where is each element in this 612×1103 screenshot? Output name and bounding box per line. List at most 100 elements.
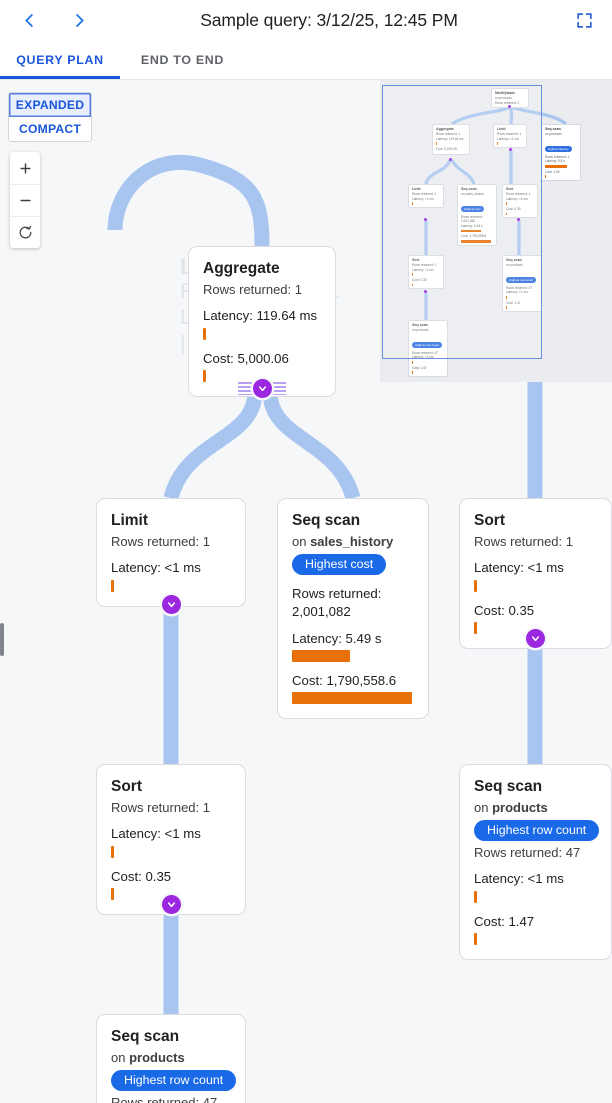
minimap-node-rows: Rows returned: 1	[436, 132, 461, 137]
minimap-node-cost: Cost: 1.47	[506, 300, 521, 305]
minimap-node-latency: Latency: <1 ms	[412, 267, 434, 272]
minimap-edges	[424, 105, 567, 320]
node-relation-prefix: on	[111, 1050, 130, 1066]
minimap[interactable]: Modifytable on products Rows returned: 1…	[380, 80, 612, 382]
node-latency: Latency: 5.49 s	[292, 630, 382, 646]
cost-bar	[292, 692, 412, 704]
minimap-collapse-dot	[424, 218, 428, 222]
minimap-badge: Highest latency	[545, 146, 572, 152]
node-relation: on products	[474, 800, 597, 815]
cost-bar	[474, 932, 477, 945]
app-header: Sample query: 3/12/25, 12:45 PM	[0, 0, 612, 41]
minimap-node-sub: on products	[495, 96, 512, 101]
minimap-node-latency: Latency: 5.49 s	[461, 224, 483, 229]
minimap-cost-bar	[412, 371, 414, 374]
latency-bar	[111, 579, 114, 592]
minimap-node-rows: Rows returned: 2,001,082	[461, 214, 483, 224]
tab-query-plan[interactable]: QUERY PLAN	[0, 41, 120, 79]
minimap-collapse-dot	[509, 148, 513, 152]
minimap-node-title: Seq scan	[545, 127, 561, 131]
minimap-node[interactable]: Modifytable on products Rows returned: 1	[491, 88, 529, 109]
cost-bar	[474, 621, 477, 634]
minimap-node-latency: Latency: 119.64 ms	[436, 136, 464, 141]
canvas-scrollbar[interactable]	[0, 623, 4, 656]
minimap-node-cost: Cost: 0.35	[412, 278, 427, 283]
minimap-node-sub: on products	[506, 263, 523, 268]
tab-end-to-end[interactable]: END TO END	[120, 41, 245, 79]
minimap-node[interactable]: Sort Rows returned: 1 Latency: <1 ms Cos…	[408, 255, 444, 290]
minimap-collapse-dot	[424, 290, 428, 294]
mode-option-expanded[interactable]: EXPANDED	[9, 93, 91, 117]
node-rows: Rows returned: 1	[474, 534, 573, 550]
plan-canvas[interactable]: Modifytable on products Rows returned Li…	[0, 80, 612, 1103]
plan-node-seqscan-products-right[interactable]: Seq scan on products Highest row count R…	[459, 764, 612, 960]
tab-query-plan-label: QUERY PLAN	[16, 53, 104, 67]
minimap-node-latency: Latency: <1 ms	[497, 136, 519, 141]
view-mode-toggle[interactable]: EXPANDED COMPACT	[8, 92, 92, 142]
minimap-viewport[interactable]	[382, 85, 542, 359]
collapse-toggle-aggregate[interactable]	[253, 379, 272, 398]
plan-node-sort-left[interactable]: Sort Rows returned: 1 Latency: <1 ms Cos…	[96, 764, 246, 915]
node-latency: Latency: 119.64 ms	[203, 308, 318, 324]
minimap-node-rows: Rows returned: 1	[495, 100, 520, 105]
minimap-node-cost: Cost: 1.47	[412, 365, 427, 370]
node-relation-name: products	[492, 800, 548, 816]
minimap-cost-bar	[506, 306, 508, 309]
minimap-node-rows: Rows returned: 1	[412, 263, 437, 268]
node-latency: Latency: <1 ms	[474, 871, 564, 887]
node-cost: Cost: 1.47	[474, 913, 535, 929]
collapse-toggle-sort-left[interactable]	[162, 895, 181, 914]
chevron-right-icon[interactable]	[60, 2, 98, 40]
cost-bar	[111, 887, 114, 900]
minimap-node[interactable]: Limit Rows returned: 1 Latency: <1 ms	[493, 124, 527, 149]
minimap-node-title: Limit	[497, 127, 506, 131]
node-relation: on sales_history	[292, 534, 414, 549]
mode-option-compact[interactable]: COMPACT	[9, 117, 91, 141]
minimap-latency-bar	[461, 229, 481, 233]
plan-node-seqscan-products-bottom[interactable]: Seq scan on products Highest row count R…	[96, 1014, 246, 1103]
minimap-node-cost: Cost: 1.50	[545, 169, 560, 174]
minimap-node[interactable]: Seq scan on products Highest latency Row…	[541, 124, 581, 181]
minimap-node-title: Seq scan	[461, 187, 477, 191]
plan-node-sort-right[interactable]: Sort Rows returned: 1 Latency: <1 ms Cos…	[459, 498, 612, 649]
minimap-node-latency: Latency: 5.8 s	[545, 159, 565, 164]
node-rows: Rows returned: 2,001,082	[292, 586, 382, 619]
collapse-toggle-limit[interactable]	[162, 595, 181, 614]
node-rows: Rows returned: 1	[111, 534, 210, 550]
minimap-node[interactable]: Limit Rows returned: 1 Latency: <1 ms	[408, 184, 444, 209]
minimap-node-rows: Rows returned: 1	[506, 192, 531, 197]
minimap-node-cost: Cost: 1,790,558.6	[461, 234, 487, 239]
plan-node-limit[interactable]: Limit Rows returned: 1 Latency: <1 ms	[96, 498, 246, 607]
minimap-latency-bar	[506, 202, 508, 206]
minimap-node[interactable]: Seq scan on products Highest row count R…	[502, 255, 542, 312]
collapse-toggle-sort-right[interactable]	[526, 629, 545, 648]
zoom-out-button[interactable]	[10, 184, 40, 216]
reset-rotate-icon[interactable]	[10, 216, 40, 248]
zoom-in-button[interactable]	[10, 152, 40, 184]
minimap-node-title: Sort	[412, 258, 420, 262]
plan-node-seqscan-sales-history[interactable]: Seq scan on sales_history Highest cost R…	[277, 498, 429, 719]
node-cost: Cost: 0.35	[474, 602, 535, 618]
minimap-node[interactable]: Aggregate Rows returned: 1 Latency: 119.…	[432, 124, 470, 155]
node-latency: Latency: <1 ms	[474, 560, 564, 576]
page-title: Sample query: 3/12/25, 12:45 PM	[200, 10, 458, 30]
minimap-collapse-dot	[508, 105, 512, 109]
plan-node-aggregate[interactable]: Aggregate Rows returned: 1 Latency: 119.…	[188, 246, 336, 397]
chevron-left-icon[interactable]	[10, 2, 48, 40]
minimap-latency-bar	[412, 273, 414, 277]
zoom-controls	[10, 152, 40, 248]
minimap-latency-bar	[497, 142, 499, 146]
minimap-node[interactable]: Seq scan on sales_history Highest cost R…	[457, 184, 497, 246]
minimap-node[interactable]: Seq scan on products Highest row count R…	[408, 320, 448, 377]
minimap-node-sub: on products	[412, 328, 429, 333]
minimap-node[interactable]: Sort Rows returned: 1 Latency: <1 ms Cos…	[502, 184, 538, 219]
status-badge-highest-row-count: Highest row count	[111, 1070, 237, 1092]
fullscreen-icon[interactable]	[564, 1, 604, 41]
minimap-node-latency: Latency: <1 ms	[412, 196, 434, 201]
node-title: Seq scan	[111, 1028, 180, 1045]
tab-end-to-end-label: END TO END	[140, 53, 225, 67]
minimap-badge: Highest cost	[461, 206, 484, 212]
node-rows: Rows returned: 1	[203, 282, 302, 298]
minimap-latency-bar	[412, 202, 414, 206]
